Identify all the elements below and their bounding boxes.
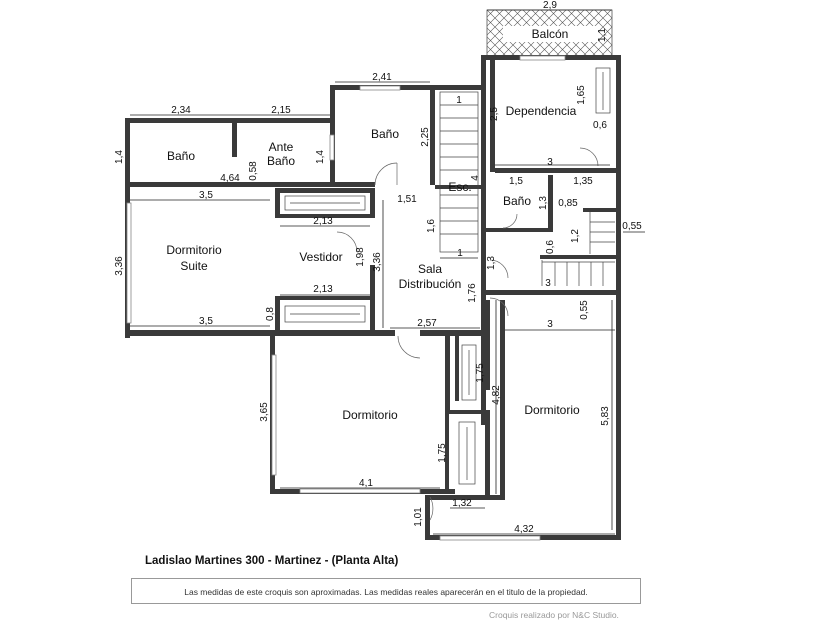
credit-text: Croquis realizado por N&C Studio. [489, 610, 619, 620]
room-dormitorio-2: Dormitorio [524, 403, 580, 417]
dim-esc-1b: 1 [457, 248, 463, 259]
dim-vestidor-top: 2,13 [313, 216, 333, 227]
dim-12: 1,2 [570, 229, 581, 243]
room-vestidor: Vestidor [299, 250, 342, 264]
dim-055-a: 0,55 [622, 221, 642, 232]
dim-085: 0,85 [558, 198, 578, 209]
room-bano-1: Baño [167, 149, 195, 163]
dim-vestidor-bottom: 2,13 [313, 284, 333, 295]
dim-ante-w: 2,15 [271, 105, 291, 116]
doors [336, 147, 599, 521]
disclaimer-note: Las medidas de este croquis son aproxima… [131, 578, 641, 604]
dim-esc-4: 4 [470, 175, 481, 181]
room-sala-line-2: Distribución [399, 277, 462, 291]
dim-dorm2-top: 3 [547, 319, 553, 330]
walls [125, 55, 621, 540]
room-balcon: Balcón [532, 27, 569, 41]
dim-dep-w: 3 [547, 157, 553, 168]
stairs [439, 91, 615, 286]
dim-bano2-h: 2,25 [420, 127, 431, 147]
dim-13: 1,3 [486, 256, 497, 270]
dim-175-b: 1,75 [437, 443, 448, 463]
dim-suite-h: 3,36 [114, 256, 125, 276]
room-escalera: Esc. [448, 180, 471, 194]
room-ante-bano-line-1: Ante [269, 140, 294, 154]
dimension-lines [130, 9, 645, 535]
dim-365: 3,65 [259, 402, 270, 422]
room-dormitorio-1: Dormitorio [342, 408, 398, 422]
windows [126, 55, 566, 541]
dim-balcon-h: 1,1 [597, 28, 608, 42]
dim-132: 1,32 [452, 498, 472, 509]
dim-432: 4,32 [514, 524, 534, 535]
room-bano-3: Baño [503, 194, 531, 208]
dim-bano3-w: 1,5 [509, 176, 523, 187]
dim-dorm1-w: 4,1 [359, 478, 373, 489]
dim-suite-bottom: 3,5 [199, 316, 213, 327]
dim-583: 5,83 [600, 406, 611, 426]
dim-pasillo: 4,64 [220, 173, 240, 184]
room-dormitorio-suite-line-2: Suite [180, 259, 208, 273]
dim-suite-top: 3,5 [199, 190, 213, 201]
address-title: Ladislao Martines 300 - Martinez - (Plan… [145, 555, 399, 567]
dim-bano2-w: 2,41 [372, 72, 392, 83]
dim-sala-176: 1,76 [467, 283, 478, 303]
dim-hall-151: 1,51 [397, 194, 417, 205]
dim-esc-top: 1 [456, 95, 462, 106]
dim-06: 0,6 [545, 240, 556, 254]
room-ante-bano-line-2: Baño [267, 154, 295, 168]
dim-101: 1,01 [413, 507, 424, 527]
dim-sala-h: 3,36 [372, 252, 383, 272]
dim-bano1-h: 1,4 [114, 150, 125, 164]
dim-175-a: 1,75 [475, 363, 486, 383]
balcony-label-bg [503, 26, 598, 42]
floor-plan: Balcón Dependencia Baño Ante Baño Baño E… [114, 0, 645, 541]
dim-055-b: 0,55 [579, 300, 590, 320]
dim-ante-h: 1,4 [315, 150, 326, 164]
dim-balcon-w: 2,9 [543, 0, 557, 11]
dim-esc-16: 1,6 [426, 219, 437, 233]
dim-bano3-h: 1,3 [538, 196, 549, 210]
dim-dep-06: 0,6 [593, 120, 607, 131]
dim-dep-closet: 1,65 [576, 85, 587, 105]
dim-058: 0,58 [248, 161, 259, 181]
room-bano-2: Baño [371, 127, 399, 141]
dim-bano1-w: 2,34 [171, 105, 191, 116]
room-dormitorio-suite-line-1: Dormitorio [166, 243, 222, 257]
room-sala-line-1: Sala [418, 262, 442, 276]
dim-dep-h: 2,5 [489, 107, 500, 121]
dim-08: 0,8 [265, 307, 276, 321]
dim-3-esc: 3 [545, 278, 551, 289]
room-labels: Balcón Dependencia Baño Ante Baño Baño E… [166, 27, 580, 422]
dim-vestidor-198: 1,98 [355, 247, 366, 267]
dim-sala-257: 2,57 [417, 318, 437, 329]
dim-482: 4,82 [491, 385, 502, 405]
closets [284, 67, 611, 485]
dim-135: 1,35 [573, 176, 593, 187]
room-dependencia: Dependencia [506, 104, 577, 118]
dimension-labels: 2,9 1,1 2,41 2,34 2,15 1,4 1,4 2,25 1 2,… [114, 0, 642, 535]
